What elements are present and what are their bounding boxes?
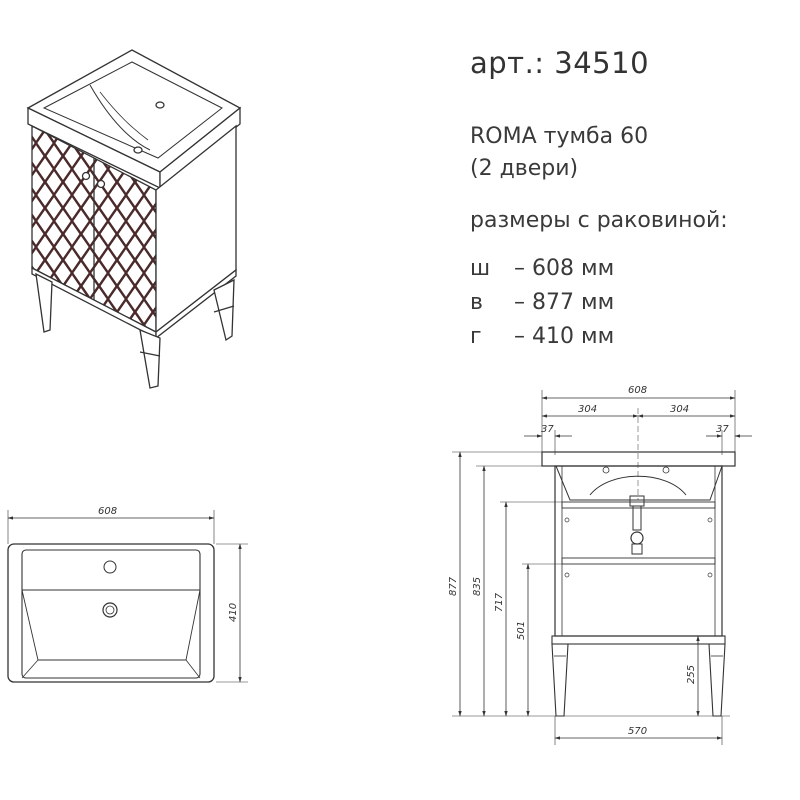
product-name: ROMA тумба 60 (470, 124, 649, 149)
article-number: арт.: 34510 (470, 46, 650, 80)
top-view (7, 510, 248, 683)
dimension-key: г (470, 324, 482, 349)
dimension-key: в (470, 290, 483, 315)
front-overhang-left-label: 37 (541, 424, 554, 435)
dimension-value: – 410 мм (514, 324, 615, 349)
front-half-left-label: 304 (578, 404, 597, 415)
front-view (452, 390, 752, 745)
door-count: (2 двери) (470, 156, 579, 181)
height-877-label: 877 (448, 576, 459, 596)
height-835-label: 835 (472, 577, 483, 596)
top-width-label: 608 (98, 506, 117, 517)
height-717-label: 717 (494, 592, 505, 612)
front-half-right-label: 304 (670, 404, 689, 415)
dimension-value: – 608 мм (514, 256, 615, 281)
height-255-label: 255 (686, 665, 697, 684)
front-width-label: 608 (628, 385, 647, 396)
height-501-label: 501 (516, 621, 527, 640)
dimension-key: ш (470, 256, 491, 281)
front-overhang-right-label: 37 (716, 424, 729, 435)
top-depth-label: 410 (228, 603, 239, 622)
cabinet-perspective (26, 49, 242, 389)
dimension-height: в – 877 мм (470, 290, 614, 315)
dimension-depth: г – 410 мм (470, 324, 614, 349)
dimension-width: ш – 608 мм (470, 256, 614, 281)
base-width-label: 570 (628, 726, 647, 737)
dimensions-heading: размеры с раковиной: (470, 208, 728, 233)
dimension-value: – 877 мм (514, 290, 615, 315)
